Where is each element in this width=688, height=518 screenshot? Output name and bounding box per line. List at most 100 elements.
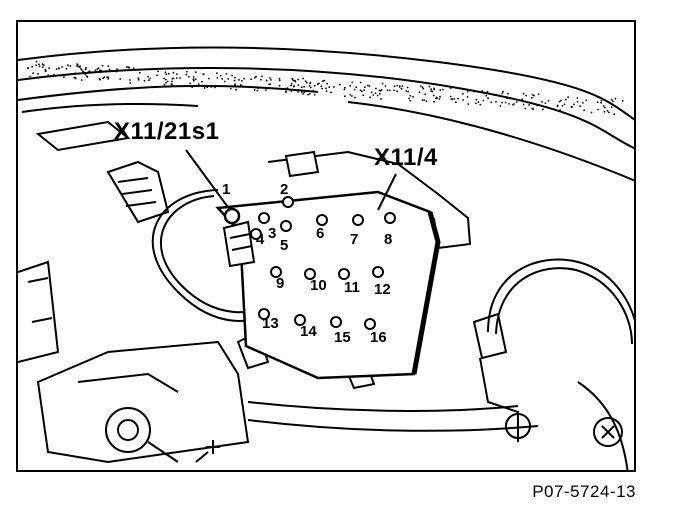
stipple-dot <box>165 81 167 84</box>
stipple-dot <box>57 67 60 70</box>
stipple-dot <box>477 101 480 104</box>
stipple-dot <box>234 84 237 87</box>
pin-hole-16 <box>364 318 376 330</box>
stipple-dot <box>472 90 475 93</box>
stipple-dot <box>608 111 610 114</box>
stipple-dot <box>361 90 363 93</box>
stipple-dot <box>302 77 304 80</box>
pin-label-9: 9 <box>276 275 284 292</box>
stipple-dot <box>99 69 101 72</box>
pin-hole-7 <box>352 214 364 226</box>
stipple-dot <box>419 85 422 87</box>
stipple-dot <box>164 71 167 74</box>
stipple-dot <box>270 79 272 81</box>
stipple-dot <box>41 66 44 68</box>
stipple-dot <box>253 89 256 91</box>
stipple-dot <box>138 71 141 74</box>
stipple-dot <box>115 70 118 73</box>
stipple-dot <box>91 71 94 74</box>
stipple-dot <box>101 64 104 67</box>
stipple-dot <box>165 78 167 81</box>
stipple-dot <box>297 84 300 86</box>
stipple-dot <box>171 84 174 86</box>
stipple-dot <box>386 89 389 92</box>
stipple-dot <box>137 77 140 80</box>
stipple-dot <box>132 67 135 70</box>
stipple-dot <box>328 86 331 89</box>
pin-hole-5 <box>280 220 292 232</box>
stipple-dot <box>374 92 377 95</box>
stipple-dot <box>606 109 609 112</box>
pin-label-7: 7 <box>350 231 358 248</box>
stipple-dot <box>79 65 82 68</box>
stipple-dot <box>238 79 240 81</box>
stipple-dot <box>563 103 566 106</box>
stipple-dot <box>321 87 324 90</box>
stipple-dot <box>455 101 457 104</box>
stipple-dot <box>479 103 482 106</box>
stipple-dot <box>370 91 373 94</box>
stipple-dot <box>223 80 226 83</box>
stipple-dot <box>433 87 435 90</box>
stipple-dot <box>611 100 614 103</box>
stipple-dot <box>351 81 354 84</box>
stipple-dot <box>407 90 410 93</box>
stipple-dot <box>166 80 169 83</box>
stipple-dot <box>316 83 319 86</box>
stipple-dot <box>108 68 111 71</box>
stipple-dot <box>333 86 335 88</box>
stipple-dot <box>269 77 271 79</box>
stipple-dot <box>533 94 535 97</box>
stipple-dot <box>102 77 104 80</box>
stipple-dot <box>441 88 444 91</box>
stipple-dot <box>202 73 205 76</box>
stipple-dot <box>467 103 470 105</box>
stipple-dot <box>278 79 281 82</box>
stipple-dot <box>590 111 593 114</box>
stipple-dot <box>359 89 362 92</box>
stipple-dot <box>125 66 128 68</box>
stipple-dot <box>621 100 624 102</box>
pin-label-12: 12 <box>374 281 391 298</box>
stipple-dot <box>119 78 122 80</box>
stipple-dot <box>380 98 382 100</box>
stipple-dot <box>192 76 195 78</box>
stipple-dot <box>187 85 189 88</box>
stipple-dot <box>501 92 504 95</box>
stipple-dot <box>475 102 477 105</box>
stipple-dot <box>421 99 424 101</box>
stipple-dot <box>405 90 408 92</box>
stipple-dot <box>227 78 230 80</box>
stipple-dot <box>363 89 366 91</box>
pin-hole-15 <box>330 316 342 328</box>
stipple-dot <box>38 63 40 66</box>
pin-hole-6 <box>316 214 328 226</box>
stipple-dot <box>556 104 559 107</box>
stipple-dot <box>450 98 453 100</box>
stipple-dot <box>502 90 504 93</box>
stipple-dot <box>343 88 346 91</box>
stipple-dot <box>424 93 427 96</box>
stipple-dot <box>425 100 428 102</box>
stipple-dot <box>344 95 346 98</box>
stipple-dot <box>309 86 312 89</box>
stipple-dot <box>384 85 387 87</box>
lower-contours <box>247 381 629 470</box>
stipple-dot <box>522 92 525 95</box>
stipple-dot <box>103 76 106 79</box>
pin-hole-14 <box>294 314 306 326</box>
stipple-dot <box>129 79 131 81</box>
stipple-dot <box>216 72 218 75</box>
stipple-dot <box>428 85 431 88</box>
stipple-dot <box>32 72 34 74</box>
stipple-dot <box>521 98 523 101</box>
stipple-dot <box>600 101 602 104</box>
cable-loop-right <box>472 258 634 442</box>
pin-hole-12 <box>372 266 384 278</box>
stipple-dot <box>192 78 195 80</box>
stipple-dot <box>179 77 182 79</box>
stipple-dot <box>466 90 469 93</box>
stipple-dot <box>101 70 104 73</box>
stipple-dot <box>127 66 130 69</box>
stipple-dot <box>85 66 87 69</box>
